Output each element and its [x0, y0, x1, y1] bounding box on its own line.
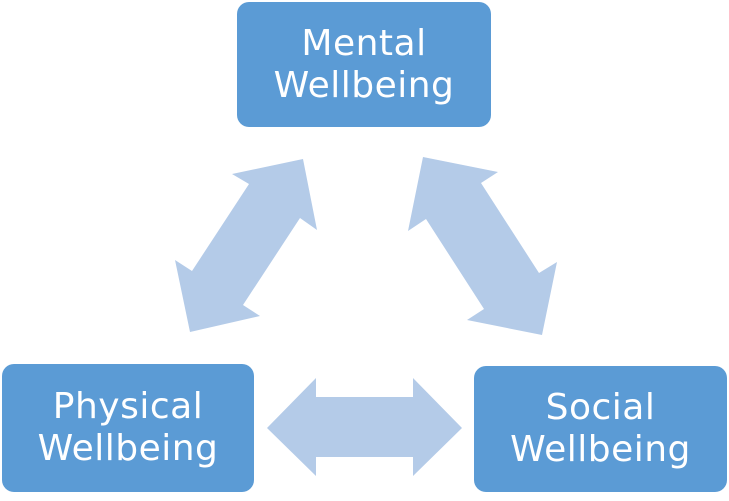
- node-label-line: Wellbeing: [273, 64, 455, 106]
- node-social-wellbeing: Social Wellbeing: [474, 366, 727, 492]
- node-label-line: Physical: [52, 386, 204, 427]
- node-mental-wellbeing: Mental Wellbeing: [237, 2, 491, 127]
- double-arrow-mental-social: [408, 157, 557, 335]
- double-arrow-physical-social: [267, 378, 462, 476]
- node-physical-wellbeing: Physical Wellbeing: [2, 364, 254, 492]
- node-label-line: Mental: [301, 22, 427, 64]
- double-arrow-mental-physical: [175, 159, 317, 332]
- node-label-line: Wellbeing: [510, 429, 691, 470]
- node-label-line: Wellbeing: [37, 428, 219, 469]
- node-label-line: Social: [545, 387, 656, 428]
